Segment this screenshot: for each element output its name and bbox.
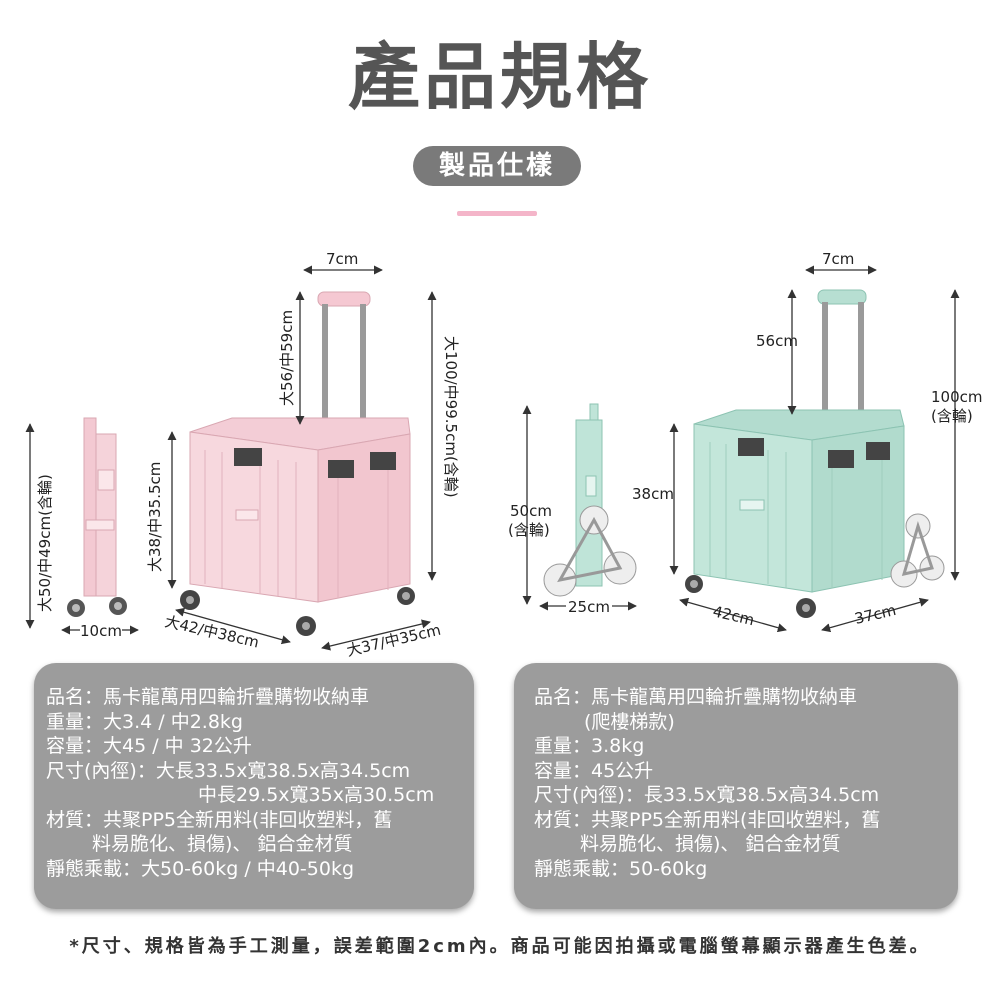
spec-line: 品名：馬卡龍萬用四輪折疊購物收納車: [534, 686, 858, 708]
green-depth-label: 37cm: [853, 601, 898, 628]
green-cart-main: [685, 289, 945, 618]
spec-panel-standard: 品名：馬卡龍萬用四輪折疊購物收納車 重量：大3.4 / 中2.8kg 容量：大4…: [34, 663, 474, 909]
green-total-height-label: 100cm: [931, 388, 983, 406]
pink-depth-label: 大37/中35cm: [345, 621, 443, 660]
pink-side-height-label: 大50/中49cm(含輪): [36, 474, 54, 612]
green-length-label: 42cm: [711, 602, 756, 629]
pink-box-height-label: 大38/中35.5cm: [146, 462, 164, 572]
green-box-height-label: 38cm: [632, 485, 674, 503]
spec-line: 靜態乘載：大50-60kg / 中40-50kg: [46, 857, 355, 880]
pink-side-width-label: 10cm: [80, 622, 122, 640]
section-badge: 製品仕樣: [413, 146, 581, 186]
pink-handle-height-label: 大56/中59cm: [278, 310, 296, 406]
product-dimension-figure: 10cm 大50/中49cm(含輪) 7cm 大56/中59cm 大100/中9…: [25, 250, 983, 660]
spec-line: 中長29.5x寬35x高30.5cm: [198, 784, 435, 806]
green-total-height-note: (含輪): [931, 407, 973, 425]
spec-line: (爬樓梯款): [584, 710, 675, 733]
spec-line: 重量：3.8kg: [534, 735, 645, 757]
green-handle-height-label: 56cm: [756, 332, 798, 350]
spec-panel-stair-climbing: 品名：馬卡龍萬用四輪折疊購物收納車 (爬樓梯款) 重量：3.8kg 容量：45公…: [514, 663, 958, 909]
spec-line: 材質：共聚PP5全新用料(非回收塑料，舊: [534, 808, 881, 831]
pink-length-label: 大42/中38cm: [163, 612, 261, 651]
green-side-height-note: (含輪): [508, 521, 550, 539]
pink-handle-top-label: 7cm: [326, 250, 358, 268]
spec-line: 重量：大3.4 / 中2.8kg: [46, 710, 243, 733]
green-handle-top-label: 7cm: [822, 250, 854, 268]
green-side-width-label: 25cm: [568, 598, 610, 616]
spec-line: 品名：馬卡龍萬用四輪折疊購物收納車: [46, 686, 370, 708]
spec-line: 尺寸(內徑)：長33.5x寬38.5x高34.5cm: [534, 784, 880, 806]
spec-line: 料易脆化、損傷)、 鋁合金材質: [92, 833, 353, 855]
title-underline: [457, 211, 537, 216]
spec-line: 料易脆化、損傷)、 鋁合金材質: [580, 833, 841, 855]
spec-line: 靜態乘載：50-60kg: [534, 857, 708, 880]
pink-total-height-label: 大100/中99.5cm(含輪): [442, 336, 460, 498]
spec-line: 尺寸(內徑)：大長33.5x寬38.5x高34.5cm: [46, 759, 411, 782]
footnote: *尺寸、規格皆為手工測量，誤差範圍2cm內。商品可能因拍攝或電腦螢幕顯示器產生色…: [69, 936, 931, 957]
spec-line: 容量：大45 / 中 32公升: [46, 735, 252, 757]
pink-cart-folded-side: [67, 417, 127, 617]
spec-line: 材質：共聚PP5全新用料(非回收塑料，舊: [46, 808, 393, 831]
spec-line: 容量：45公升: [534, 759, 654, 782]
green-side-height-label: 50cm: [510, 502, 552, 520]
page-title: 產品規格: [347, 35, 652, 119]
pink-cart-main: [180, 291, 415, 636]
green-cart-folded-side: [543, 403, 637, 597]
